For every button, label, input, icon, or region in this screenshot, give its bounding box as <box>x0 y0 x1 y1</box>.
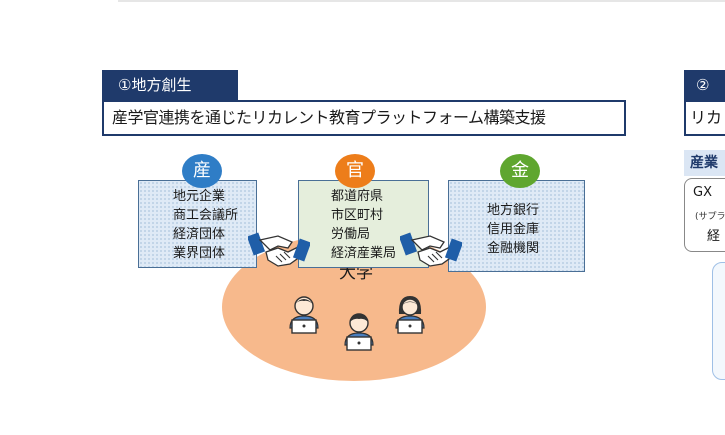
section2-panel-text: 経 <box>707 229 721 244</box>
section2-title: リカレ <box>684 100 725 136</box>
section2-panel-text: GX <box>693 185 712 200</box>
section2-subheading: 産業 <box>684 150 725 176</box>
government-item: 市区町村 <box>331 208 384 223</box>
government-item: 経済産業局 <box>331 246 397 261</box>
section2-lower-panel <box>712 262 725 380</box>
industry-item: 地元企業 <box>173 189 226 204</box>
university-label: 大学 <box>339 263 373 283</box>
finance-item: 金融機関 <box>487 241 540 256</box>
industry-item: 業界団体 <box>173 246 226 261</box>
student-icon <box>289 296 319 334</box>
finance-badge: 金 <box>500 154 540 188</box>
finance-box: 地方銀行 信用金庫 金融機関 <box>448 180 585 272</box>
industry-item: 経済団体 <box>173 227 226 242</box>
government-box: 都道府県 市区町村 労働局 経済産業局 <box>298 180 429 268</box>
government-item: 労働局 <box>331 227 371 242</box>
finance-item: 地方銀行 <box>487 203 540 218</box>
section-tag: ①地方創生 <box>102 70 238 100</box>
industry-badge: 産 <box>182 154 222 188</box>
section2-tag: ② <box>684 70 725 100</box>
government-item: 都道府県 <box>331 189 384 204</box>
student-icon <box>395 296 425 334</box>
student-icon <box>344 313 374 351</box>
handshake-icon <box>248 232 310 267</box>
section2-panel-note: (サプラ <box>695 212 725 222</box>
section-title: 産学官連携を通じたリカレント教育プラットフォーム構築支援 <box>102 100 626 136</box>
industry-box: 地元企業 商工会議所 経済団体 業界団体 <box>138 180 257 268</box>
industry-item: 商工会議所 <box>173 208 239 223</box>
finance-item: 信用金庫 <box>487 222 540 237</box>
section2-panel: GX (サプラ 経 <box>684 178 725 252</box>
handshake-icon <box>400 232 462 267</box>
top-divider <box>118 0 725 2</box>
government-badge: 官 <box>335 154 375 188</box>
